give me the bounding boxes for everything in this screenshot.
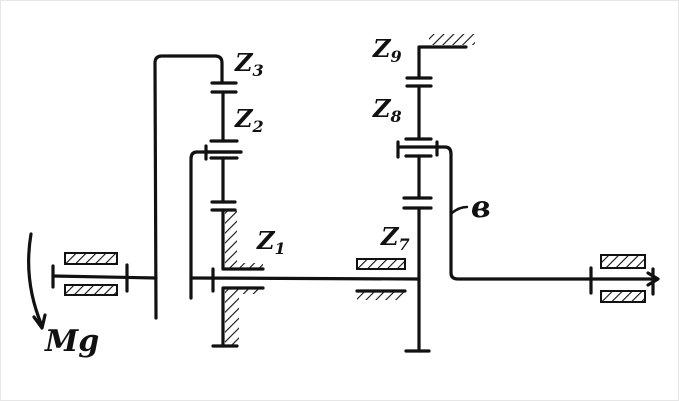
label-z2: Z2: [235, 104, 264, 136]
label-carrier-b: в: [471, 190, 491, 225]
gear-z7: [402, 196, 433, 210]
label-z9: Z9: [373, 34, 402, 66]
gear-z8: [396, 137, 441, 159]
label-z3: Z3: [235, 48, 264, 80]
gear-z2: [204, 139, 243, 161]
torque-arrow: [27, 232, 47, 330]
gear-z3: [210, 81, 238, 94]
output-arrow: [646, 271, 660, 287]
label-z1: Z1: [257, 226, 286, 258]
middle-support: [355, 258, 407, 300]
label-torque: Mg: [45, 324, 100, 359]
fixed-ground-top: [417, 34, 475, 80]
right-bearing: [589, 254, 655, 303]
input-arm: [153, 54, 224, 320]
label-z8: Z8: [373, 94, 402, 126]
label-z7: Z7: [381, 222, 410, 254]
left-bearing: [64, 252, 118, 296]
gear-z1-fixed: [211, 208, 265, 348]
input-shaft: [51, 263, 158, 293]
central-shaft: [189, 267, 421, 293]
carrier-b-leader: [450, 205, 469, 215]
carrier-arm-left: [189, 150, 243, 300]
